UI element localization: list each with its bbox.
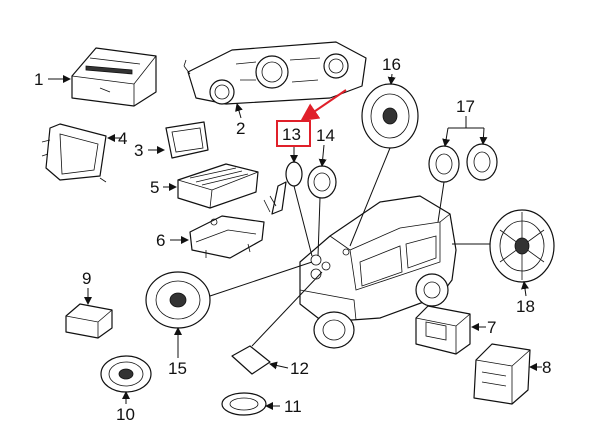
callout-1: 1 [34, 70, 43, 89]
callout-7: 7 [487, 318, 496, 337]
callout-11: 11 [284, 397, 302, 416]
callout-14: 14 [316, 126, 335, 145]
callout-2: 2 [236, 119, 245, 138]
callout-3: 3 [134, 141, 143, 160]
part-climate-control-panel [183, 41, 367, 105]
callout-4: 4 [118, 129, 127, 148]
callout-8: 8 [542, 358, 551, 377]
callout-13: 13 [282, 125, 301, 144]
part-amplifier [177, 163, 259, 209]
part-control-module [71, 47, 157, 107]
highlight-box [276, 120, 311, 147]
part-small-display [165, 121, 209, 159]
highlight-arrow [300, 89, 347, 122]
part-subwoofer [489, 209, 555, 283]
part-large-speaker [361, 83, 419, 149]
callout-6: 6 [156, 231, 165, 250]
part-display-screen [41, 123, 107, 183]
part-module [65, 303, 113, 339]
callout-9: 9 [82, 269, 91, 288]
callout-16: 16 [382, 55, 401, 74]
part-mounting-bracket [189, 215, 265, 259]
leader-lines [48, 73, 542, 410]
callout-5: 5 [150, 178, 159, 197]
part-receiver-module [415, 305, 471, 355]
part-control-unit [473, 343, 531, 405]
part-cover-plate [231, 345, 271, 375]
part-tweeter [307, 165, 337, 199]
callout-12: 12 [290, 359, 309, 378]
callout-15: 15 [168, 359, 187, 378]
callout-10: 10 [116, 405, 135, 424]
part-door-speaker [145, 271, 211, 329]
callout-labels: 1 2 3 4 5 6 7 8 9 10 11 12 13 14 15 16 1… [34, 55, 551, 424]
vehicle-outline [299, 195, 457, 349]
part-bracket-13 [263, 161, 303, 215]
callout-17: 17 [456, 97, 475, 116]
part-mid-speaker-pair [428, 143, 498, 183]
part-tweeter-ring [221, 392, 267, 416]
callout-18: 18 [516, 297, 535, 316]
part-small-speaker [100, 355, 152, 393]
